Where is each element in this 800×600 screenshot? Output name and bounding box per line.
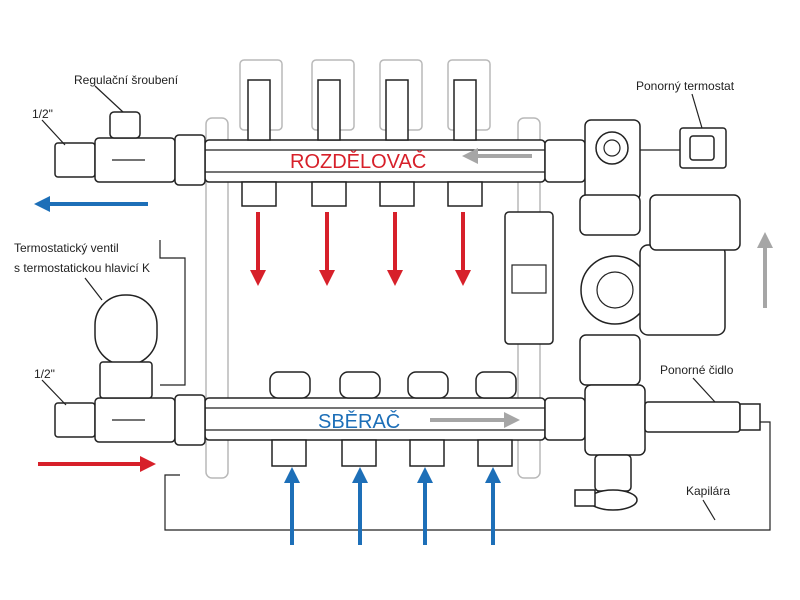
- label-sberac: SBĚRAČ: [318, 410, 400, 433]
- label-ponorny-termostat: Ponorný termostat: [636, 79, 735, 93]
- supply-arrows: [250, 212, 471, 286]
- label-termostaticky-line1: Termostatický ventil: [14, 241, 119, 255]
- capillary-bracket: [159, 240, 186, 386]
- label-termostaticky-line2: s termostatickou hlavicí K: [14, 261, 150, 275]
- sensor-unit: [544, 384, 761, 511]
- mixing-unit: [504, 119, 741, 386]
- capillary-line: [164, 421, 771, 531]
- label-half-inch-bottom: 1/2": [34, 367, 55, 381]
- label-rozdelovac: ROZDĚLOVAČ: [290, 150, 426, 173]
- label-regulacni-srouben: Regulační šroubení: [74, 73, 179, 87]
- return-arrows: [284, 467, 501, 545]
- leader-lines: [41, 85, 716, 521]
- label-kapilara: Kapilára: [686, 484, 730, 498]
- label-half-inch-top: 1/2": [32, 107, 53, 121]
- collector-bar: [204, 371, 546, 467]
- distributor-bar: [204, 79, 546, 207]
- regulating-fitting: [54, 111, 206, 186]
- label-ponorne-cidlo: Ponorné čidlo: [660, 363, 734, 377]
- thermostatic-valve: [54, 294, 206, 446]
